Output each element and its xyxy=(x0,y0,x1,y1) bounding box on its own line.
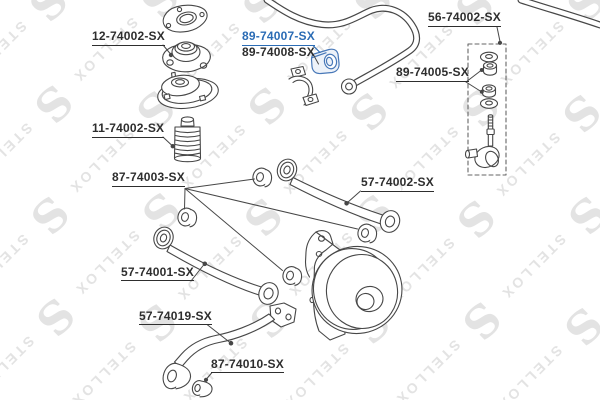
upper-control-arm-drawing xyxy=(276,158,401,233)
stabilizer-bar-drawing xyxy=(263,0,421,95)
part-label-12-74002-sx[interactable]: 12-74002-SX xyxy=(92,30,165,46)
rod-bushing-drawing xyxy=(191,380,213,398)
strut-bearing-plate-drawing xyxy=(157,71,219,110)
arm-bushing-d-drawing xyxy=(357,223,378,244)
stabilizer-bracket-drawing xyxy=(288,65,320,107)
track-rod-drawing xyxy=(162,302,297,390)
dust-boot-drawing xyxy=(173,116,202,163)
part-label-89-74008-sx[interactable]: 89-74008-SX xyxy=(242,44,315,59)
stabilizer-bar-right-drawing xyxy=(517,0,600,29)
part-label-57-74002-sx[interactable]: 57-74002-SX xyxy=(361,176,434,192)
part-label-11-74002-sx[interactable]: 11-74002-SX xyxy=(92,122,165,138)
part-label-57-74019-sx[interactable]: 57-74019-SX xyxy=(139,309,212,325)
arm-bushing-b-drawing xyxy=(177,207,198,228)
arm-bushing-a-drawing xyxy=(252,167,273,188)
part-label-89-74007-sx[interactable]: 89-74007-SX xyxy=(242,30,315,46)
part-label-89-74005-sx[interactable]: 89-74005-SX xyxy=(396,66,469,82)
strut-mount-gasket-drawing xyxy=(162,4,208,33)
leader-lines xyxy=(162,26,503,382)
lower-control-arm-drawing xyxy=(153,226,279,305)
arm-bushing-c-drawing xyxy=(282,266,303,286)
brake-drum-drawing xyxy=(304,230,403,341)
stabilizer-link-kit-drawing xyxy=(464,43,507,176)
strut-mount-upper-drawing xyxy=(162,41,211,73)
part-label-56-74002-sx[interactable]: 56-74002-SX xyxy=(428,11,501,27)
part-label-87-74010-sx[interactable]: 87-74010-SX xyxy=(211,357,284,373)
part-label-87-74003-sx[interactable]: 87-74003-SX xyxy=(112,171,185,187)
stabilizer-bushing-highlight-drawing xyxy=(310,48,340,75)
part-label-57-74001-sx[interactable]: 57-74001-SX xyxy=(121,265,194,281)
kit-dashed-box xyxy=(467,43,507,176)
